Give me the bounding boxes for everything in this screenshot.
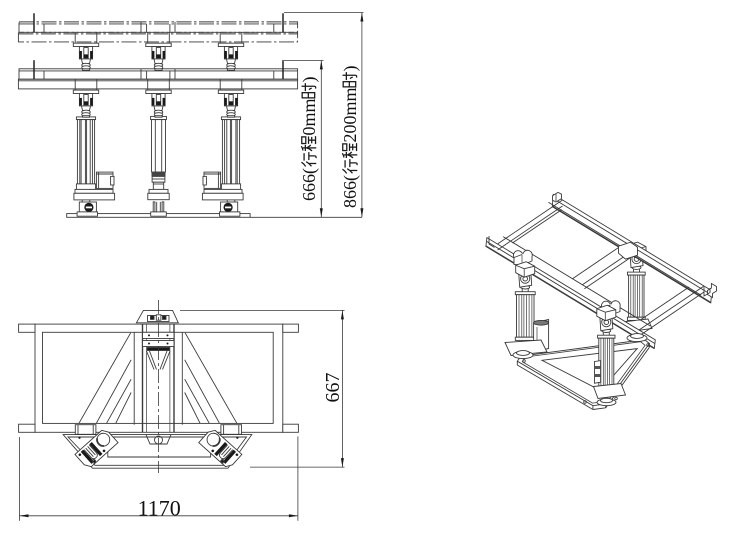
svg-text:1170: 1170: [138, 496, 181, 521]
svg-text:): ): [340, 66, 361, 72]
svg-text:200mm: 200mm: [340, 87, 360, 142]
svg-text:866(: 866(: [340, 175, 361, 208]
svg-text:0mm: 0mm: [299, 98, 319, 135]
svg-text:): ): [299, 77, 320, 83]
svg-text:666(: 666(: [299, 168, 320, 201]
svg-text:667: 667: [322, 373, 344, 403]
